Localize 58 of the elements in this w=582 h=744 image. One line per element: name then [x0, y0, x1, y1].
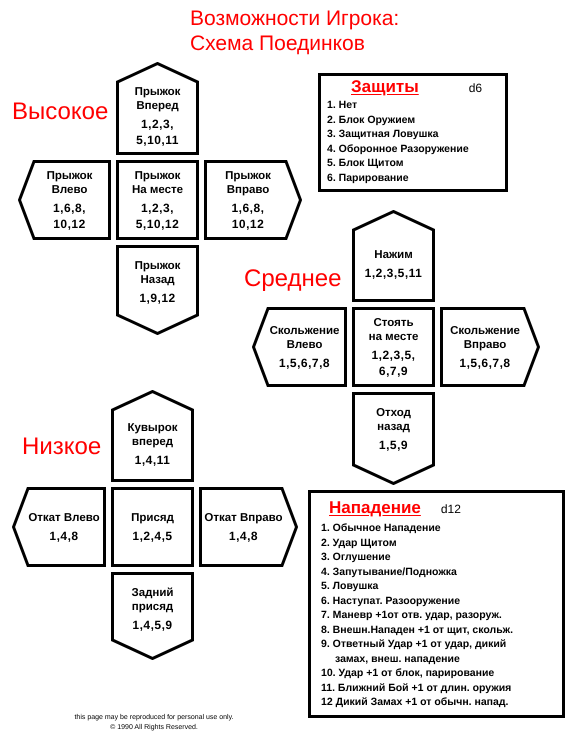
move-numbers: 1,6,8, 10,12 [52, 200, 88, 232]
list-item: 2. Удар Щитом [321, 536, 398, 550]
list-item: 3. Защитная Ловушка [327, 127, 440, 142]
section-heading: Высокое [12, 97, 108, 127]
section-heading: Среднее [244, 264, 342, 294]
list-item: 5. Ловушка [321, 579, 380, 594]
list-item: 10. Удар +1 от блок, парирование [321, 666, 496, 680]
move-numbers: 1,2,4,5 [132, 528, 173, 544]
die-label: d12 [440, 501, 461, 518]
move-name: Стоять на месте [368, 316, 420, 344]
list-item: 1. Обычное Нападение [321, 521, 442, 536]
move-numbers: 1,2,3, 5,10,12 [134, 200, 180, 232]
legend-panel [318, 73, 508, 192]
move-numbers: 1,4,8 [49, 528, 79, 544]
move-numbers: 1,6,8, 10,12 [230, 200, 266, 232]
move-name: Откат Вправо [204, 510, 283, 524]
list-item: 3. Оглушение [321, 550, 392, 564]
move-numbers: 1,2,3,5, 6,7,9 [370, 346, 417, 378]
list-item: 1. Нет [327, 98, 358, 112]
section-heading: Низкое [22, 432, 102, 462]
move-name: Прыжок Назад [134, 259, 182, 287]
move-numbers: 1,2,3,5,11 [364, 264, 422, 280]
move-name: Скольжение Влево [268, 324, 340, 352]
move-numbers: 1,5,6,7,8 [278, 354, 330, 370]
move-numbers: 1,4,8 [228, 528, 258, 544]
move-name: Присяд [131, 510, 174, 524]
list-item: 8. Внешн.Нападен +1 от щит, скольж. [321, 622, 514, 637]
move-name: Задний присяд [130, 586, 174, 614]
move-numbers: 1,9,12 [139, 290, 176, 306]
legend-panel [308, 490, 565, 718]
move-name: Нажим [374, 248, 413, 262]
list-item: 6. Парирование [327, 170, 410, 185]
move-numbers: 1,4,5,9 [132, 617, 173, 633]
move-numbers: 1,5,6,7,8 [459, 354, 511, 370]
move-numbers: 1,2,3, 5,10,11 [135, 116, 180, 148]
list-item: 4. Оборонное Разоружение [327, 142, 470, 156]
list-item: 5. Блок Щитом [327, 156, 405, 170]
move-name: Прыжок На месте [130, 168, 184, 196]
move-name: Кувырок вперед [126, 420, 179, 448]
move-name: Отход назад [375, 406, 412, 434]
move-name: Прыжок Вперед [134, 85, 182, 113]
list-item: 7. Маневр +1от отв. удар, разоруж. [321, 608, 503, 622]
panel-heading: Нападение [329, 498, 421, 518]
die-label: d6 [468, 80, 482, 97]
move-numbers: 1,5,9 [378, 437, 408, 453]
move-name: Скольжение Вправо [449, 324, 521, 352]
move-name: Откат Влево [28, 510, 100, 524]
list-item: 2. Блок Оружием [327, 112, 416, 127]
move-numbers: 1,4,11 [134, 452, 170, 468]
list-item: 12 Дикий Замах +1 от обычн. напад. [321, 695, 510, 710]
diagram-title: Возможности Игрока: Схема Поединков [190, 6, 400, 56]
move-name: Прыжок Вправо [224, 168, 272, 196]
panel-heading: Защиты [351, 77, 419, 97]
list-item: 11. Ближний Бой +1 от длин. оружия [321, 680, 512, 695]
move-name: Прыжок Влево [46, 168, 94, 196]
list-item: 6. Наступат. Разооружение [321, 594, 462, 608]
list-item: 4. Запутывание/Подножка [321, 564, 458, 579]
list-item: 9. Ответный Удар +1 от удар, дикий замах, внеш. нападение [321, 637, 508, 666]
